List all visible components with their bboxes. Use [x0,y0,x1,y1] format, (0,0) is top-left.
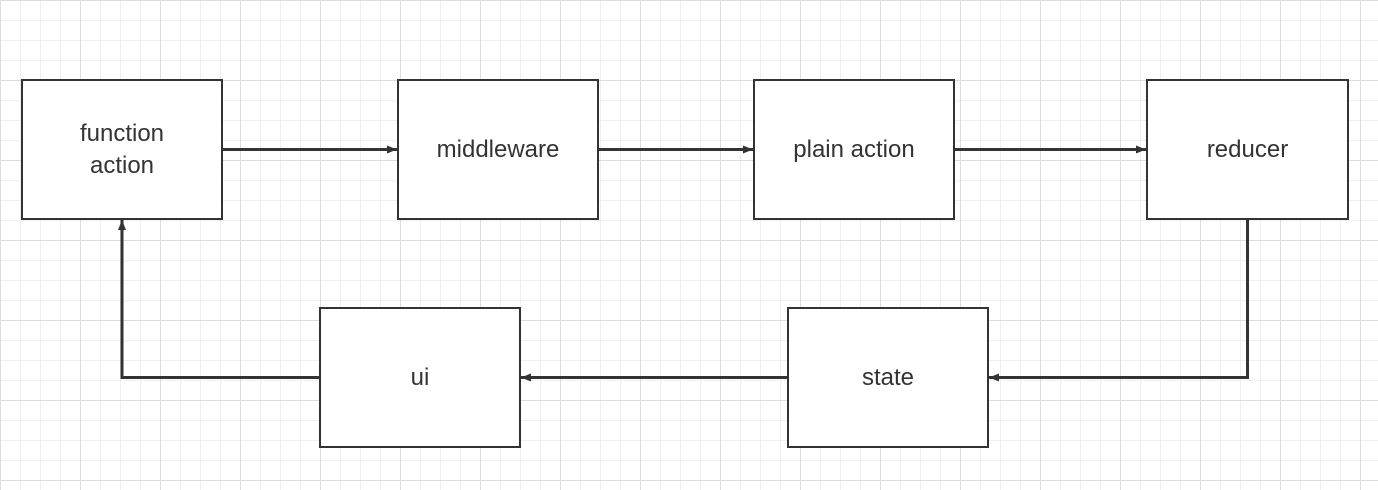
node-label: middleware [436,135,560,163]
node-function-action[interactable]: function action [21,79,223,220]
node-plain-action[interactable]: plain action [753,79,955,220]
edge-reducer-to-state [989,220,1249,382]
node-label: reducer [1206,135,1289,163]
node-reducer[interactable]: reducer [1146,79,1349,220]
edge-ui-to-function-action [118,220,319,379]
node-label: plain action [793,135,915,163]
node-label: state [861,363,915,391]
node-state[interactable]: state [787,307,989,448]
node-label: function action [79,119,165,179]
node-ui[interactable]: ui [319,307,521,448]
node-middleware[interactable]: middleware [397,79,599,220]
node-label: ui [410,363,430,391]
